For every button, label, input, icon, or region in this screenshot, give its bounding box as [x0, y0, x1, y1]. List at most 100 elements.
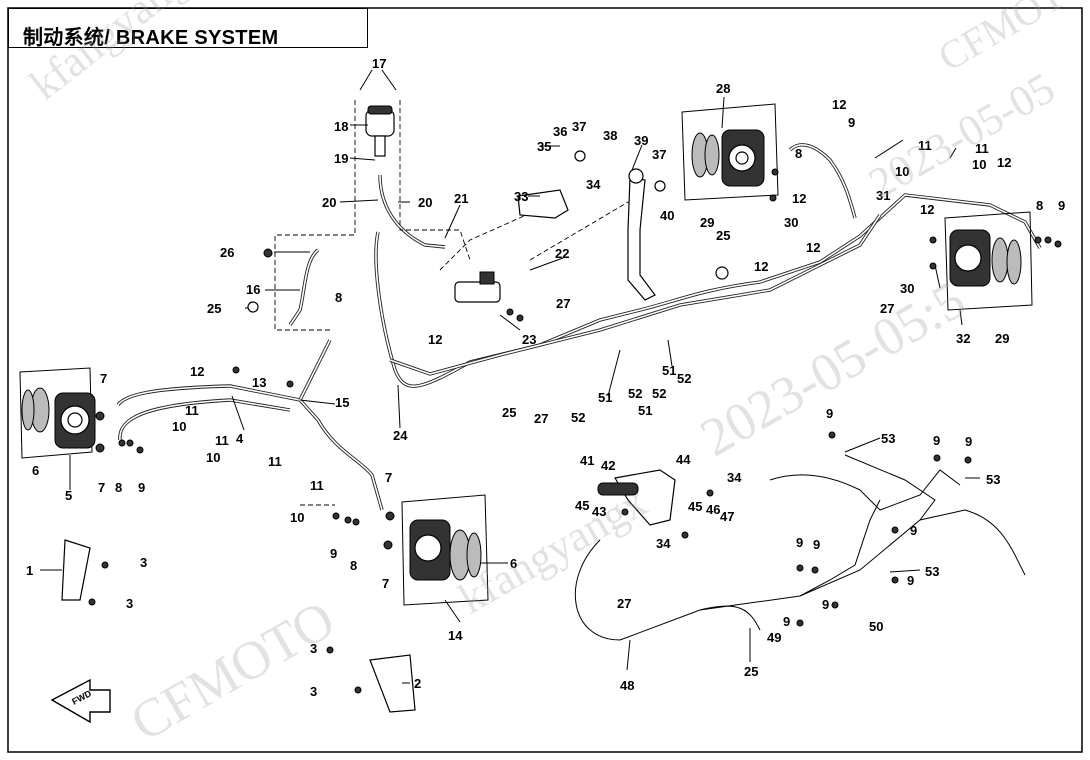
callout-38: 38 — [603, 128, 617, 143]
callout-45: 45 — [575, 498, 589, 513]
parking-brake-lever — [597, 469, 676, 526]
callout-52: 52 — [571, 410, 585, 425]
page-title: 制动系统/ BRAKE SYSTEM — [23, 27, 279, 49]
callout-30: 30 — [900, 281, 914, 296]
caliper-assembly-rear-upper — [681, 103, 779, 201]
callout-52: 52 — [652, 386, 666, 401]
callout-28: 28 — [716, 81, 730, 96]
caliper-assembly-front-right — [401, 494, 489, 606]
callout-3: 3 — [310, 641, 317, 656]
callout-6: 6 — [510, 556, 517, 571]
callout-15: 15 — [335, 395, 349, 410]
callout-8: 8 — [1036, 198, 1043, 213]
callout-9: 9 — [907, 573, 914, 588]
callout-9: 9 — [848, 115, 855, 130]
callout-46: 46 — [706, 502, 720, 517]
callout-9: 9 — [783, 614, 790, 629]
callout-7: 7 — [382, 576, 389, 591]
callout-41: 41 — [580, 453, 594, 468]
callout-32: 32 — [956, 331, 970, 346]
callout-48: 48 — [620, 678, 634, 693]
callout-52: 52 — [677, 371, 691, 386]
callout-1: 1 — [26, 563, 33, 578]
callout-53: 53 — [925, 564, 939, 579]
callout-36: 36 — [553, 124, 567, 139]
callout-30: 30 — [784, 215, 798, 230]
callout-12: 12 — [920, 202, 934, 217]
callout-10: 10 — [895, 164, 909, 179]
callout-21: 21 — [454, 191, 468, 206]
callout-51: 51 — [598, 390, 612, 405]
callout-5: 5 — [65, 488, 72, 503]
callout-42: 42 — [601, 458, 615, 473]
callout-31: 31 — [876, 188, 890, 203]
callout-2: 2 — [414, 676, 421, 691]
brake-pedal — [627, 168, 656, 301]
callout-34: 34 — [727, 470, 742, 485]
callout-10: 10 — [172, 419, 186, 434]
callout-13: 13 — [252, 375, 266, 390]
callout-52: 52 — [628, 386, 642, 401]
callout-10: 10 — [972, 157, 986, 172]
callout-9: 9 — [933, 433, 940, 448]
caliper-assembly-front-left — [19, 367, 96, 459]
callout-11: 11 — [215, 433, 229, 448]
callout-8: 8 — [115, 480, 122, 495]
callout-25: 25 — [716, 228, 730, 243]
callout-23: 23 — [522, 332, 536, 347]
callout-12: 12 — [190, 364, 204, 379]
callout-34: 34 — [656, 536, 671, 551]
callout-27: 27 — [556, 296, 570, 311]
master-cylinder — [454, 271, 501, 303]
callout-6: 6 — [32, 463, 39, 478]
callout-53: 53 — [986, 472, 1000, 487]
callout-35: 35 — [537, 139, 551, 154]
callout-37: 37 — [652, 147, 666, 162]
callout-16: 16 — [246, 282, 260, 297]
callout-12: 12 — [428, 332, 442, 347]
callout-27: 27 — [880, 301, 894, 316]
callout-8: 8 — [335, 290, 342, 305]
callout-7: 7 — [100, 371, 107, 386]
callout-9: 9 — [826, 406, 833, 421]
callout-43: 43 — [592, 504, 606, 519]
callout-3: 3 — [126, 596, 133, 611]
brake-lines — [116, 143, 1042, 511]
caliper-assembly-rear-right — [944, 211, 1033, 311]
leader-lines — [40, 69, 980, 684]
callout-9: 9 — [138, 480, 145, 495]
fasteners — [88, 150, 1062, 694]
callout-3: 3 — [140, 555, 147, 570]
callout-51: 51 — [638, 403, 652, 418]
callout-25: 25 — [207, 301, 221, 316]
parking-brake-cables — [574, 454, 1026, 641]
callout-7: 7 — [98, 480, 105, 495]
callout-25: 25 — [744, 664, 758, 679]
callout-11: 11 — [975, 141, 989, 156]
master-cylinder-reservoir — [365, 105, 395, 157]
callout-12: 12 — [754, 259, 768, 274]
callout-45: 45 — [688, 499, 702, 514]
assembly-groupings — [274, 100, 641, 506]
callout-10: 10 — [206, 450, 220, 465]
callout-51: 51 — [662, 363, 676, 378]
callout-47: 47 — [720, 509, 734, 524]
callout-44: 44 — [676, 452, 691, 467]
callout-9: 9 — [910, 523, 917, 538]
callout-9: 9 — [330, 546, 337, 561]
fwd-arrow: FWD — [50, 678, 111, 724]
callout-29: 29 — [995, 331, 1009, 346]
callout-26: 26 — [220, 245, 234, 260]
callout-34: 34 — [586, 177, 601, 192]
callout-29: 29 — [700, 215, 714, 230]
callout-10: 10 — [290, 510, 304, 525]
callout-27: 27 — [534, 411, 548, 426]
callout-11: 11 — [185, 403, 199, 418]
callout-11: 11 — [918, 138, 932, 153]
callout-49: 49 — [767, 630, 781, 645]
callout-9: 9 — [965, 434, 972, 449]
callout-12: 12 — [997, 155, 1011, 170]
callout-9: 9 — [796, 535, 803, 550]
callout-18: 18 — [334, 119, 348, 134]
